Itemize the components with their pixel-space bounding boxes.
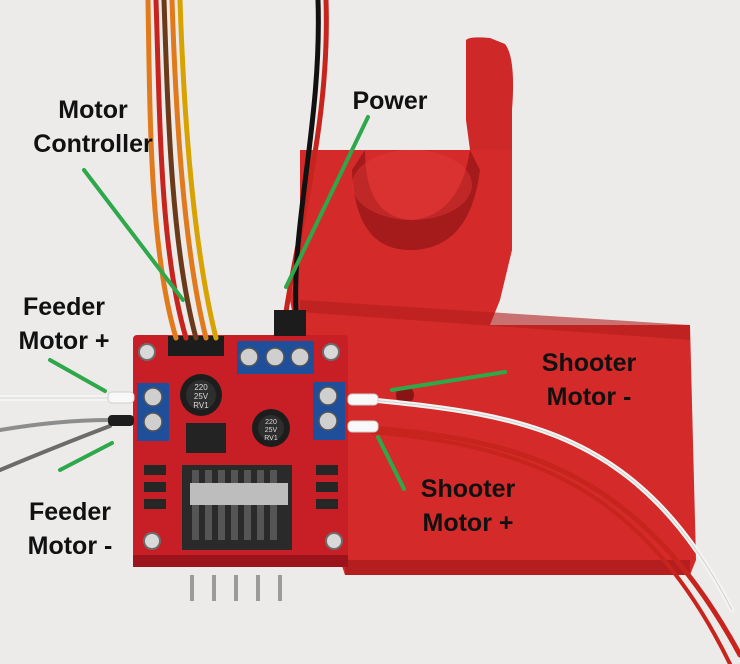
- svg-text:220: 220: [194, 383, 208, 392]
- svg-text:25V: 25V: [194, 392, 209, 401]
- label-power-text: Power: [352, 87, 428, 115]
- printed-bracket: [290, 37, 696, 575]
- capacitor-markings: 220 25V RV1 220 25V RV1: [193, 383, 278, 442]
- pointer-power: [284, 115, 370, 289]
- label-motor-controller-line2: Controller: [33, 130, 153, 158]
- pointer-feeder-minus: [58, 441, 114, 472]
- svg-text:RV1: RV1: [193, 401, 209, 410]
- label-shooter-motor-plus: Shooter Motor +: [394, 472, 542, 540]
- label-shooter-motor-minus: Shooter Motor -: [515, 346, 663, 414]
- label-shooter-plus-line1: Shooter: [420, 475, 516, 503]
- label-shooter-plus-line2: Motor +: [422, 509, 514, 537]
- svg-text:25V: 25V: [265, 427, 278, 434]
- control-wires: [145, 0, 219, 341]
- pointer-motor-controller: [82, 168, 185, 302]
- label-shooter-minus-line2: Motor -: [546, 383, 632, 411]
- pointer-feeder-plus: [48, 358, 107, 393]
- label-feeder-motor-minus: Feeder Motor -: [6, 495, 134, 563]
- shooter-wires: [347, 393, 740, 664]
- screw-terminals: [137, 341, 345, 441]
- label-motor-controller: Motor Controller: [8, 93, 178, 161]
- label-feeder-plus-line1: Feeder: [23, 293, 105, 321]
- label-power: Power: [330, 84, 450, 118]
- label-motor-controller-line1: Motor: [58, 96, 128, 124]
- label-feeder-motor-plus: Feeder Motor +: [0, 290, 128, 358]
- pointer-shooter-minus: [390, 370, 507, 392]
- motor-controller-board: [133, 335, 348, 601]
- pointer-shooter-plus: [376, 435, 406, 491]
- svg-text:RV1: RV1: [264, 435, 278, 442]
- label-shooter-minus-line1: Shooter: [541, 349, 637, 377]
- label-feeder-minus-line1: Feeder: [29, 498, 111, 526]
- label-feeder-plus-line2: Motor +: [18, 327, 110, 355]
- feeder-wires: [0, 391, 135, 472]
- svg-text:220: 220: [265, 419, 277, 426]
- label-feeder-minus-line2: Motor -: [27, 532, 113, 560]
- annotation-pointers: [48, 115, 507, 491]
